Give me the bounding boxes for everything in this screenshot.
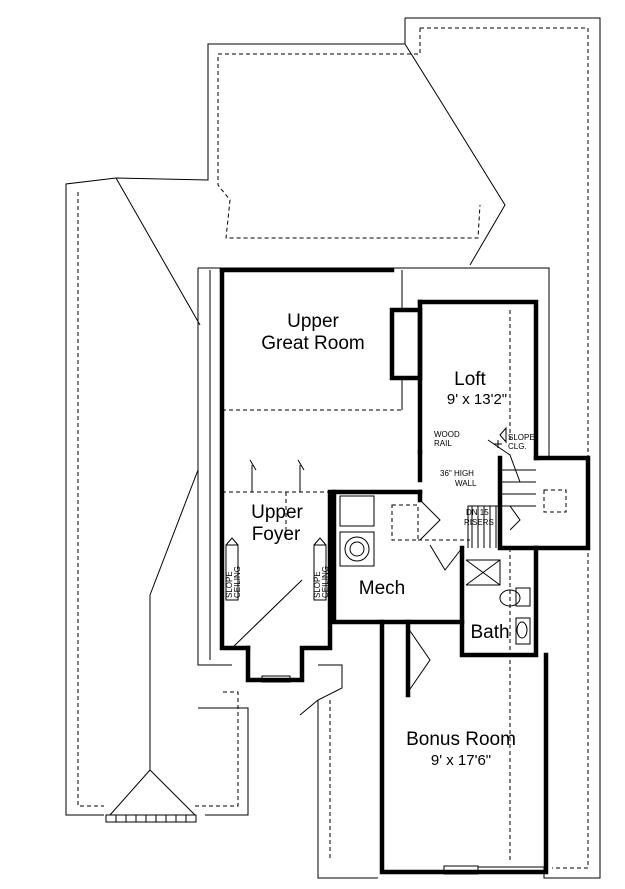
overhang-lines bbox=[77, 27, 589, 869]
roof-outline bbox=[65, 17, 601, 879]
bonus-room-dimensions: 9' x 17'6" bbox=[431, 752, 491, 769]
mech-equipment bbox=[339, 495, 375, 567]
slope-clg-note-line2: CLG. bbox=[508, 442, 527, 451]
walls bbox=[219, 267, 591, 875]
slope-ceiling-note-left-line2: CEILING bbox=[233, 566, 242, 598]
doors bbox=[407, 499, 501, 693]
upper-foyer-label-line2: Foyer bbox=[252, 524, 301, 545]
bonus-room-label: Bonus Room bbox=[406, 729, 516, 750]
bath-fixtures bbox=[499, 587, 531, 645]
stairs bbox=[467, 439, 536, 548]
stairs-note-line2: RISERS bbox=[464, 518, 494, 527]
foyer-stair-window bbox=[225, 426, 507, 683]
high-wall-note-line1: 36" HIGH bbox=[440, 469, 474, 478]
slope-clg-note-line1: SLOPE bbox=[508, 433, 535, 442]
wood-rail-note-line2: RAIL bbox=[434, 439, 452, 448]
wood-rail-note-line1: WOOD bbox=[434, 430, 460, 439]
loft-dimensions: 9' x 13'2" bbox=[447, 391, 507, 408]
upper-great-room-label-line2: Great Room bbox=[261, 333, 364, 354]
bath-label: Bath bbox=[470, 622, 509, 643]
mech-label: Mech bbox=[359, 578, 405, 599]
loft-label: Loft bbox=[454, 369, 486, 390]
slope-ceiling-note-right-line2: CEILING bbox=[321, 566, 330, 598]
stairs-note-line1: DN 15 bbox=[466, 508, 489, 517]
upper-great-room-label-line1: Upper bbox=[287, 311, 339, 332]
slope-ceiling-note-left-line1: SLOPE bbox=[225, 571, 234, 598]
vents bbox=[105, 814, 479, 875]
upper-foyer-label-line1: Upper bbox=[251, 502, 303, 523]
slope-ceiling-note-right-line1: SLOPE bbox=[313, 571, 322, 598]
high-wall-note-line2: WALL bbox=[455, 479, 477, 488]
